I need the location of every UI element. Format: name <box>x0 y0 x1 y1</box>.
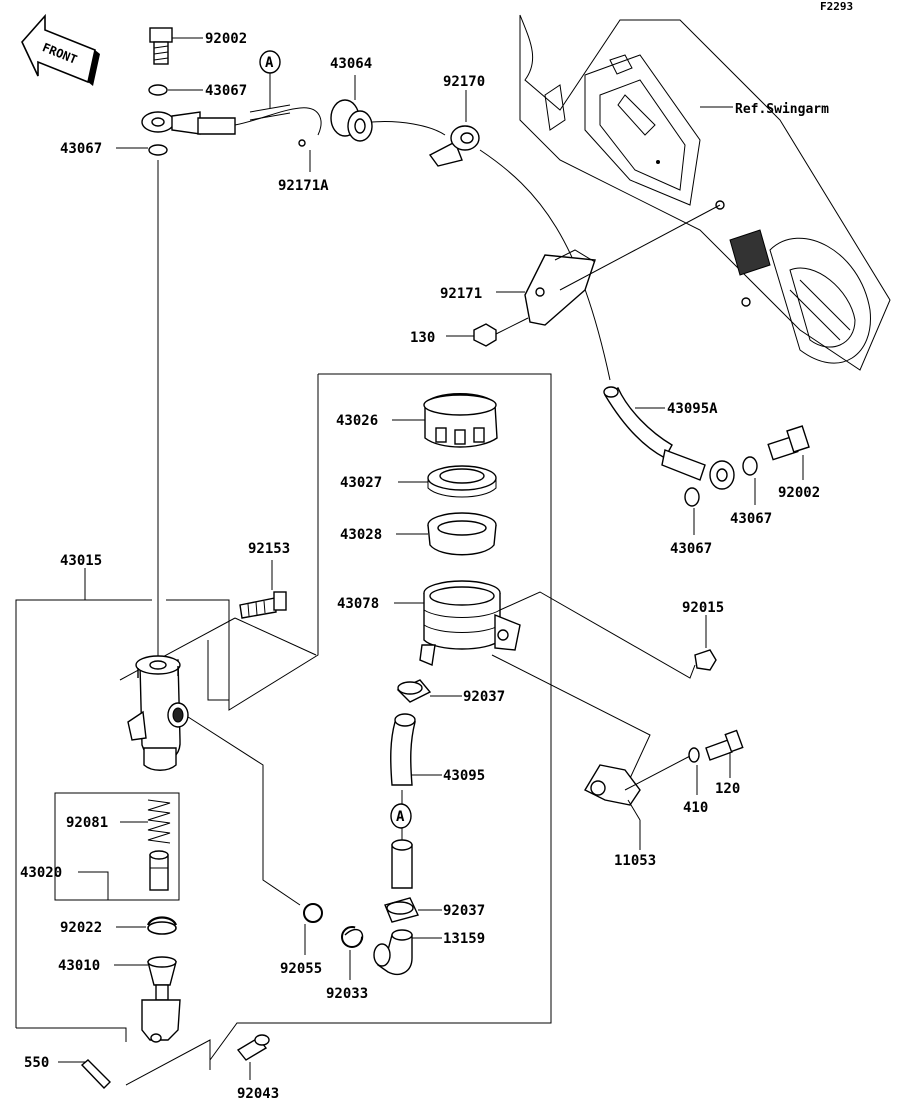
reservoir-tank <box>419 580 521 666</box>
label-92037-bottom: 92037 <box>443 903 485 919</box>
label-43067-top: 43067 <box>205 83 247 99</box>
label-92081: 92081 <box>66 815 108 831</box>
washer-left <box>148 144 168 156</box>
clip-hose-92171A <box>234 107 322 136</box>
banjo-bolt-right <box>767 425 810 461</box>
label-120: 120 <box>715 781 740 797</box>
master-cylinder-body <box>127 655 189 771</box>
circlip-92033 <box>344 928 364 941</box>
figure-code: F2293 <box>820 0 853 13</box>
swingarm-reference-drawing <box>519 14 891 371</box>
washer-right-1 <box>742 456 758 476</box>
spring-92081 <box>147 799 171 844</box>
label-92170: 92170 <box>443 74 485 90</box>
push-rod-43010 <box>141 956 181 1043</box>
front-direction-arrow: FRONT <box>21 13 100 86</box>
reservoir-cap <box>423 393 498 448</box>
washer-top <box>148 84 168 96</box>
bolt-92153 <box>239 591 287 619</box>
label-13159: 13159 <box>443 931 485 947</box>
marker-a-top-label: A <box>265 55 274 71</box>
clamp-92171 <box>524 249 596 326</box>
label-92002-right: 92002 <box>778 485 820 501</box>
piston-43020 <box>149 850 169 891</box>
ref-swingarm-label: Ref.Swingarm <box>735 102 829 117</box>
bolt-120 <box>705 729 744 761</box>
label-43026: 43026 <box>336 413 378 429</box>
label-92037-top: 92037 <box>463 689 505 705</box>
label-92171A: 92171A <box>278 178 329 194</box>
label-43095A: 43095A <box>667 401 718 417</box>
piston-kit-frame <box>54 792 180 901</box>
label-92171: 92171 <box>440 286 482 302</box>
diaphragm-plate <box>427 465 497 498</box>
label-43095: 43095 <box>443 768 485 784</box>
elbow-fitting-13159 <box>373 929 413 976</box>
label-43078: 43078 <box>337 596 379 612</box>
marker-a-bottom: A <box>390 803 412 829</box>
label-130: 130 <box>410 330 435 346</box>
label-11053: 11053 <box>614 853 656 869</box>
label-92033: 92033 <box>326 986 368 1002</box>
label-92015: 92015 <box>682 600 724 616</box>
label-43027: 43027 <box>340 475 382 491</box>
callouts: 92002 43067 43067 43064 92171A 92170 921… <box>20 31 820 1102</box>
reservoir-hose-line <box>479 149 611 381</box>
diaphragm <box>427 512 497 556</box>
label-43010: 43010 <box>58 958 100 974</box>
marker-a-bottom-label: A <box>396 809 405 825</box>
label-43015: 43015 <box>60 553 102 569</box>
oring-92055 <box>303 903 323 923</box>
label-92002-top: 92002 <box>205 31 247 47</box>
label-92055: 92055 <box>280 961 322 977</box>
washer-410 <box>688 747 700 763</box>
clevis-pin-92043 <box>236 1034 270 1061</box>
circlip-92022 <box>146 916 178 926</box>
label-92153: 92153 <box>248 541 290 557</box>
clamp-92037-bottom <box>384 897 419 923</box>
label-92043: 92043 <box>237 1086 279 1102</box>
cotter-pin-550 <box>80 1059 111 1090</box>
hose-43095A <box>603 386 735 490</box>
label-92022: 92022 <box>60 920 102 936</box>
label-43064: 43064 <box>330 56 372 72</box>
label-43067-right1: 43067 <box>730 511 772 527</box>
bolt-130 <box>473 317 529 347</box>
label-43028: 43028 <box>340 527 382 543</box>
label-43020: 43020 <box>20 865 62 881</box>
clamp-92037-top <box>396 679 432 703</box>
label-550: 550 <box>24 1055 49 1071</box>
marker-a-top: A <box>259 50 281 108</box>
washer-right-2 <box>684 487 700 507</box>
banjo-fitting-top <box>141 111 236 135</box>
label-43067-right2: 43067 <box>670 541 712 557</box>
hose-43095 <box>390 713 416 889</box>
banjo-bolt-top <box>149 27 173 65</box>
label-43067-left: 43067 <box>60 141 102 157</box>
grommet-43064 <box>330 99 373 142</box>
clamp-92170 <box>428 125 480 167</box>
label-410: 410 <box>683 800 708 816</box>
nut-92015 <box>694 649 717 671</box>
bracket-11053 <box>584 764 641 821</box>
